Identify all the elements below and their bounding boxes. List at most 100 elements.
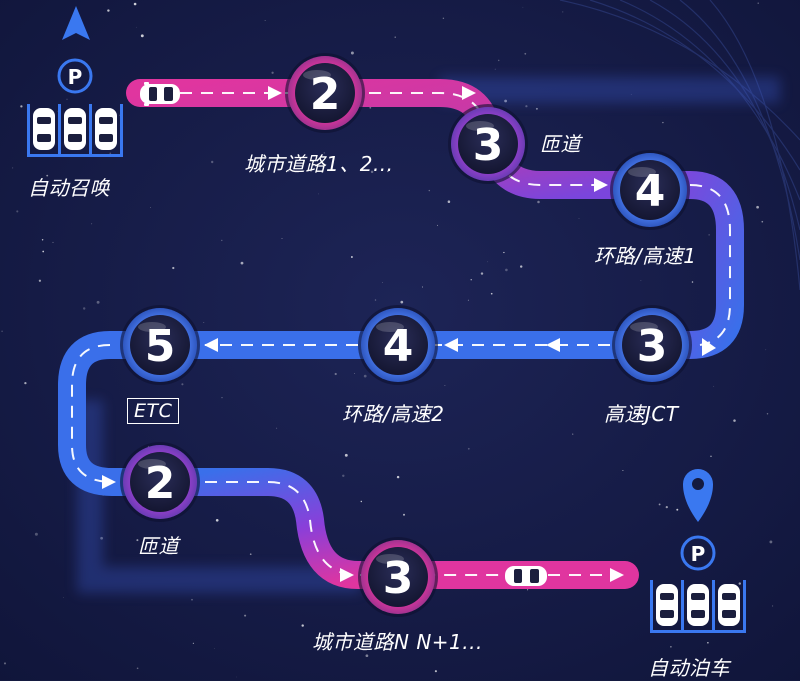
star	[42, 250, 45, 253]
star	[66, 98, 68, 100]
star	[421, 639, 423, 640]
stage-label-s4: 高速JCT	[604, 402, 679, 426]
star	[640, 280, 642, 281]
stage-number-s5: 4	[383, 321, 414, 372]
star	[487, 261, 489, 263]
stage-node-s2: 3	[448, 104, 528, 184]
stage-node-s4: 3	[612, 305, 692, 385]
star	[318, 193, 319, 195]
star	[240, 261, 244, 265]
star	[447, 200, 451, 203]
stage-node-s7: 2	[120, 442, 200, 522]
star	[213, 648, 215, 649]
star	[710, 455, 712, 458]
star	[442, 17, 445, 19]
stage-label-s7: 匝道	[138, 534, 179, 558]
star	[622, 469, 624, 472]
star	[281, 238, 283, 240]
parking-sign-icon	[680, 535, 716, 571]
star	[363, 374, 367, 378]
star	[676, 508, 679, 511]
star	[572, 433, 574, 435]
star	[490, 292, 493, 295]
star	[334, 372, 337, 376]
star	[109, 152, 112, 155]
star	[403, 513, 405, 516]
stage-node-s8: 3	[358, 537, 438, 617]
star	[665, 505, 668, 509]
star	[354, 373, 356, 374]
stage-node-s1: 2	[285, 53, 365, 133]
stage-label-s8: 城市道路N N+1...	[312, 630, 483, 654]
star	[525, 105, 528, 108]
star	[301, 624, 304, 627]
star	[394, 36, 396, 38]
parking-sign-icon	[57, 58, 93, 94]
star	[136, 539, 139, 542]
star	[342, 474, 345, 478]
parking-letter: P	[68, 65, 83, 89]
star	[578, 217, 580, 219]
star	[421, 286, 423, 288]
star	[470, 279, 472, 281]
star	[46, 174, 49, 177]
location-pin-icon	[683, 469, 713, 522]
star	[350, 256, 353, 258]
star	[691, 281, 694, 283]
star	[733, 419, 736, 422]
star	[12, 167, 14, 169]
stage-number-s2: 3	[473, 120, 504, 171]
star	[524, 52, 527, 55]
star	[658, 503, 661, 506]
star	[310, 170, 312, 172]
star	[82, 307, 86, 310]
stage-node-s5: 4	[358, 305, 438, 385]
star	[396, 475, 400, 479]
star	[374, 299, 377, 301]
arrow-right-icon	[102, 475, 116, 489]
arrowheads	[102, 86, 716, 582]
star	[264, 20, 266, 21]
stage-number-s6: 5	[145, 321, 176, 372]
arrow-right-icon	[594, 178, 608, 192]
road-shadows	[77, 77, 780, 593]
star	[323, 152, 326, 154]
star	[503, 251, 505, 254]
star	[135, 26, 137, 28]
star	[191, 598, 193, 601]
star	[107, 9, 110, 12]
star	[444, 384, 446, 386]
star	[215, 518, 219, 522]
arrow-right-icon	[268, 86, 282, 100]
star	[535, 107, 538, 110]
star	[149, 207, 151, 208]
star	[34, 532, 38, 536]
star	[400, 300, 404, 304]
star	[52, 241, 54, 243]
star	[769, 540, 773, 544]
navigation-arrow-icon	[62, 6, 90, 40]
star	[520, 265, 523, 268]
start-label: 自动召唤	[28, 176, 110, 200]
end-area: P	[650, 469, 746, 633]
stage-label-s3: 环路/高速1	[594, 244, 697, 268]
star	[494, 68, 496, 70]
star	[497, 59, 500, 62]
stage-label-s2: 匝道	[540, 132, 581, 156]
star	[670, 646, 672, 648]
star	[211, 160, 214, 164]
star	[505, 268, 508, 272]
stage-number-s3: 4	[635, 166, 666, 217]
star	[765, 349, 767, 351]
stage-label-s6: ETC	[127, 398, 180, 424]
arrow-right-icon	[610, 568, 624, 582]
star	[434, 670, 437, 673]
star	[41, 239, 44, 241]
star	[467, 299, 469, 301]
star	[344, 453, 348, 457]
stage-number-s7: 2	[145, 458, 176, 509]
star	[271, 71, 274, 74]
star	[20, 105, 23, 108]
star	[766, 413, 769, 415]
star	[276, 427, 278, 429]
